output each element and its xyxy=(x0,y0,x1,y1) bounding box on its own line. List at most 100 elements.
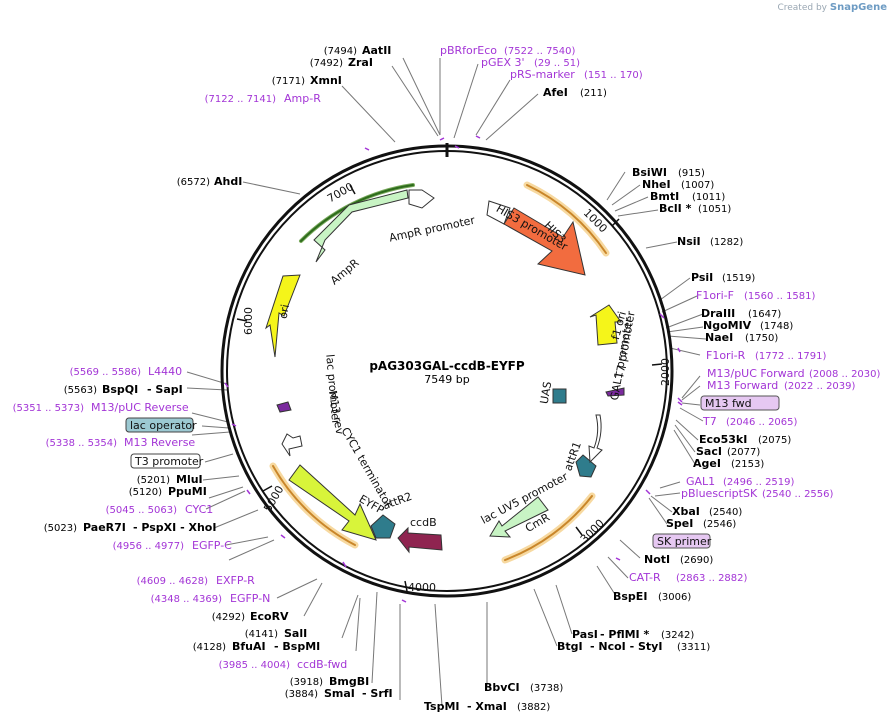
primer-prs-marker: pRS-marker xyxy=(510,68,575,81)
site-psii-pos: (1519) xyxy=(722,273,755,284)
site-nsii: NsiI xyxy=(677,235,701,248)
site-ncoi-styi: - NcoI - StyI xyxy=(590,640,662,653)
primer-egfp-n-pos: (4348 .. 4369) xyxy=(151,594,223,605)
site-pasi-pos: (3242) xyxy=(661,630,694,641)
leader-lines xyxy=(186,57,707,707)
primer-t7-pos: (2046 .. 2065) xyxy=(726,417,798,428)
tick-labels: 1000 2000 3000 4000 5000 6000 7000 xyxy=(242,180,672,594)
gal1-promoter-arrow xyxy=(588,414,603,464)
site-paer7i: PaeR7I xyxy=(83,521,126,534)
site-nhei-pos: (1007) xyxy=(681,180,714,191)
site-pspxi-xhoi: - PspXI - XhoI xyxy=(133,521,216,534)
primer-pbrforeco-pos: (7522 .. 7540) xyxy=(504,46,576,57)
site-nsii-pos: (1282) xyxy=(710,237,743,248)
site-afei-pos: (211) xyxy=(580,88,607,99)
primer-cyc1: CYC1 xyxy=(185,503,213,516)
primer-f1ori-r: F1ori-R xyxy=(706,349,746,362)
tick-label-4000: 4000 xyxy=(408,581,436,594)
primer-pbluescriptsk: pBluescriptSK xyxy=(681,487,758,500)
m13-fwd-label: M13 fwd xyxy=(705,397,752,410)
feature-arrows xyxy=(265,189,625,554)
primer-amp-r-pos: (7122 .. 7141) xyxy=(205,94,277,105)
site-zrai: ZraI xyxy=(348,56,373,69)
top-primer-labels: pBRforEco (7522 .. 7540) pGEX 3' (29 .. … xyxy=(440,44,643,81)
site-smai-pos: (3884) xyxy=(285,689,318,700)
label-ampr-promoter: AmpR promoter xyxy=(388,214,477,245)
primer-m13-puc-forward-pos: (2008 .. 2030) xyxy=(809,369,881,380)
site-eco53ki-pos: (2075) xyxy=(758,435,791,446)
site-bmgbi-pos: (3918) xyxy=(290,677,323,688)
primer-f1ori-f-pos: (1560 .. 1581) xyxy=(744,291,816,302)
site-pasi: PasI xyxy=(572,628,598,641)
site-ahdi-pos: (6572) xyxy=(177,177,210,188)
eyfp-arrow xyxy=(288,464,377,541)
ori-arrow xyxy=(265,274,301,358)
attr1-arrow xyxy=(575,454,597,478)
site-bbvci: BbvCI xyxy=(484,681,520,694)
site-sapi: - SapI xyxy=(147,383,183,396)
t7-primer-mark xyxy=(605,387,625,397)
site-bspmi: - BspMI xyxy=(274,640,320,653)
site-bsiwi: BsiWI xyxy=(632,166,667,179)
label-lac-promoter: lac promoter xyxy=(323,354,342,426)
primer-prs-marker-pos: (151 .. 170) xyxy=(584,70,643,81)
primer-egfp-c-pos: (4956 .. 4977) xyxy=(113,541,185,552)
site-tspmi-pos: (3882) xyxy=(517,702,550,713)
site-bspei: BspEI xyxy=(613,590,647,603)
primer-m13-puc-reverse: M13/pUC Reverse xyxy=(91,401,189,414)
primer-gal1: GAL1 xyxy=(686,475,715,488)
primer-cat-r-pos: (2863 .. 2882) xyxy=(676,573,748,584)
plasmid-title: pAG303GAL-ccdB-EYFP xyxy=(369,359,525,373)
site-saci: SacI xyxy=(696,445,722,458)
primer-ticks xyxy=(224,135,683,603)
cmr-arrow xyxy=(489,496,549,538)
primer-m13-reverse: M13 Reverse xyxy=(124,436,195,449)
site-ngomiv-pos: (1748) xyxy=(760,321,793,332)
site-saci-pos: (2077) xyxy=(727,447,760,458)
t3-promoter-box xyxy=(130,453,201,469)
ccdb-arrow xyxy=(397,526,443,554)
his3-arrow xyxy=(503,207,586,276)
site-xbai: XbaI xyxy=(672,505,700,518)
left-enzyme-labels: (7494) AatII (7492) ZraI (7171) XmnI (65… xyxy=(44,44,393,700)
site-zrai-pos: (7492) xyxy=(310,58,343,69)
site-sali: SalI xyxy=(284,627,307,640)
snapgene-brand: SnapGene xyxy=(829,2,887,13)
primer-t7: T7 xyxy=(702,415,717,428)
attr2-arrow xyxy=(370,514,396,539)
primer-pbrforeco: pBRforEco xyxy=(440,44,497,57)
site-bmti: BmtI xyxy=(650,190,679,203)
site-pflmi: - PflMI * xyxy=(600,628,649,641)
plasmid-length: 7549 bp xyxy=(424,373,469,386)
his3-promoter-arrow xyxy=(486,200,511,225)
site-nhei: NheI xyxy=(642,178,671,191)
snapgene-watermark: Created by SnapGene xyxy=(777,2,887,13)
site-agei-pos: (2153) xyxy=(731,459,764,470)
primer-exfp-r: EXFP-R xyxy=(216,574,255,587)
primer-cat-r: CAT-R xyxy=(629,571,661,584)
lac-operator-box xyxy=(125,417,194,433)
tick-marks xyxy=(236,184,663,592)
tick-label-2000: 2000 xyxy=(659,358,672,386)
site-bspei-pos: (3006) xyxy=(658,592,691,603)
primer-m13-forward: M13 Forward xyxy=(707,379,778,392)
site-mlui-pos: (5201) xyxy=(137,475,170,486)
primer-pbluescriptsk-pos: (2540 .. 2556) xyxy=(762,489,834,500)
primer-pgex3: pGEX 3' xyxy=(481,56,525,69)
site-xbai-pos: (2540) xyxy=(709,507,742,518)
site-bmgbi: BmgBI xyxy=(329,675,369,688)
site-btgi: BtgI xyxy=(557,640,583,653)
t3-promoter-label: T3 promoter xyxy=(134,455,204,468)
primer-f1ori-r-pos: (1772 .. 1791) xyxy=(755,351,827,362)
primer-exfp-r-pos: (4609 .. 4628) xyxy=(137,576,209,587)
primer-ccdb-fwd: ccdB-fwd xyxy=(297,658,347,671)
site-afei: AfeI xyxy=(543,86,568,99)
site-naei-pos: (1750) xyxy=(745,333,778,344)
site-ecorv-pos: (4292) xyxy=(212,612,245,623)
site-aatii-pos: (7494) xyxy=(324,46,357,57)
site-eco53ki: Eco53kI xyxy=(699,433,747,446)
site-bbvci-pos: (3738) xyxy=(530,683,563,694)
site-paer7i-pos: (5023) xyxy=(44,523,77,534)
site-draiii-pos: (1647) xyxy=(748,309,781,320)
